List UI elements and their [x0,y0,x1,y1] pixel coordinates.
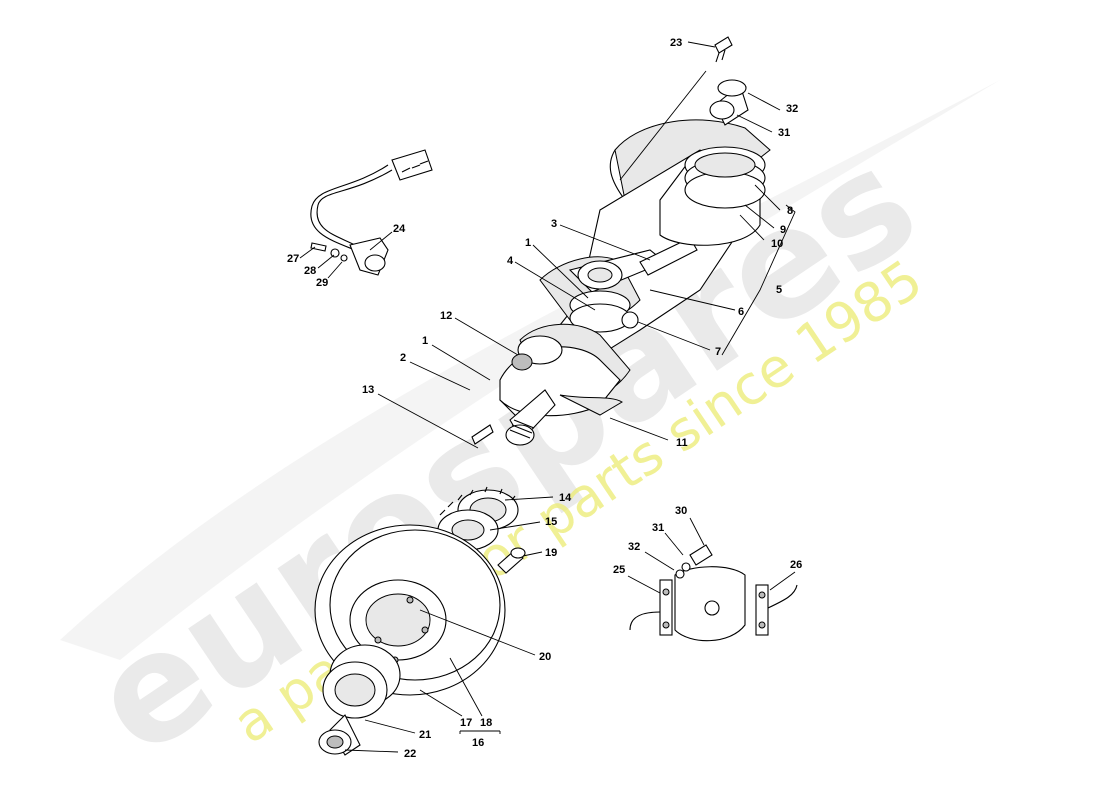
callout-31-detail: 31 [652,522,664,534]
callout-29: 29 [316,277,328,289]
callout-8: 8 [787,205,793,217]
callout-9: 9 [780,224,786,236]
callout-19: 19 [545,547,557,559]
timing-sprockets [437,486,519,551]
callout-13: 13 [362,384,374,396]
crank-sensor [310,149,433,276]
callout-21: 21 [419,729,431,741]
callout-6: 6 [738,306,744,318]
callout-15: 15 [545,516,557,528]
callout-18: 18 [480,717,492,729]
callout-17: 17 [460,717,472,729]
callout-32-detail: 32 [628,541,640,553]
callout-1: 1 [525,237,531,249]
callout-4: 4 [507,255,514,267]
sensor-bracket-detail [629,544,798,642]
callout-27: 27 [287,253,299,265]
callout-24: 24 [393,223,406,235]
callout-12: 12 [440,310,452,322]
callout-labels: 23 32 31 8 9 10 5 3 1 4 6 7 12 1 2 13 11… [287,37,802,760]
crank-pulley [314,524,506,756]
callout-26: 26 [790,559,802,571]
callout-31: 31 [778,127,790,139]
callout-16: 16 [472,737,484,749]
top-bush [709,36,749,126]
watermark-brand: eurospares [63,115,947,790]
callout-1-lower: 1 [422,335,428,347]
callout-20: 20 [539,651,551,663]
callout-14: 14 [559,492,572,504]
callout-22: 22 [404,748,416,760]
woodruff-key [471,424,494,445]
leader-lines [299,41,796,753]
callout-28: 28 [304,265,316,277]
callout-5: 5 [776,284,782,296]
callout-11: 11 [676,437,688,449]
callout-30: 30 [675,505,687,517]
callout-2: 2 [400,352,406,364]
piston [659,146,766,246]
callout-32: 32 [786,103,798,115]
callout-3: 3 [551,218,557,230]
callout-7: 7 [715,346,721,358]
callout-25: 25 [613,564,625,576]
callout-23: 23 [670,37,682,49]
callout-10: 10 [771,238,783,250]
